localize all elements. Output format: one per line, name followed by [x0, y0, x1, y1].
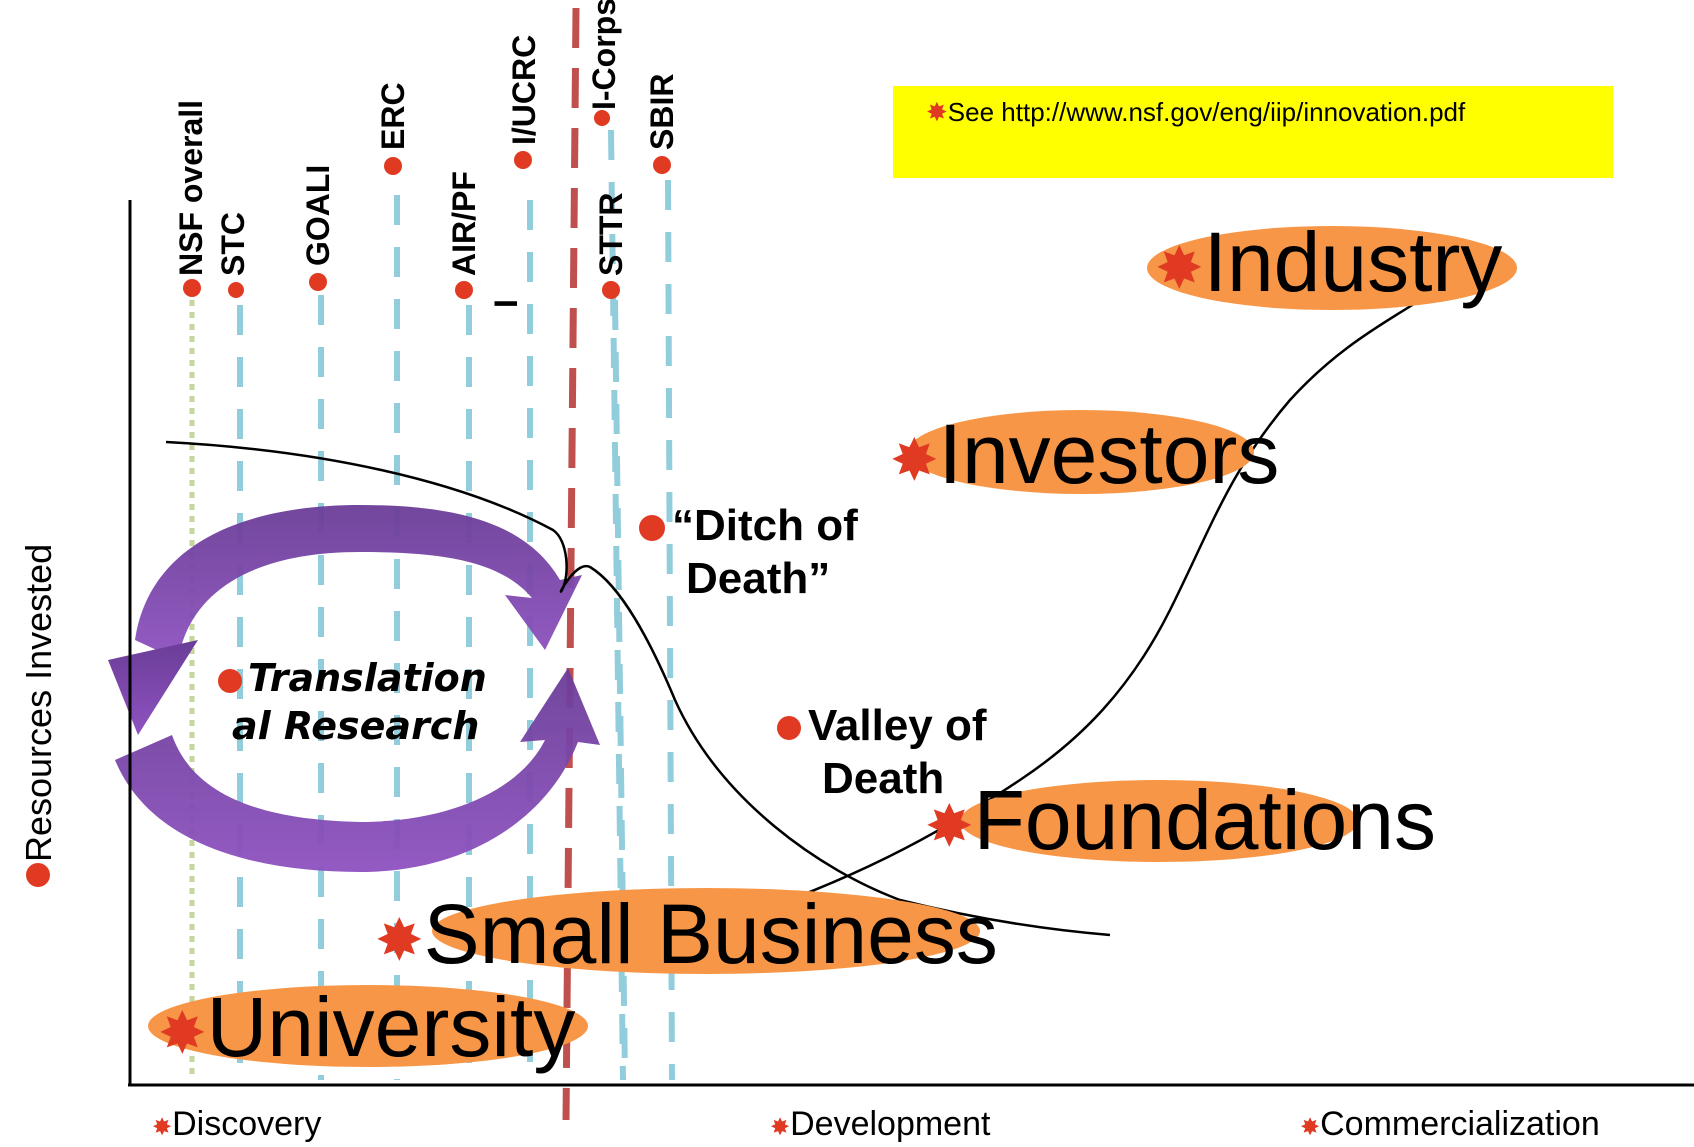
burst-icon: [594, 110, 610, 126]
burst-icon: [639, 515, 665, 541]
y-axis-label: Resources Invested: [18, 543, 59, 862]
burst-icon: [602, 281, 620, 299]
burst-icon: ✸: [152, 1114, 173, 1141]
valley-line-2: Death: [822, 753, 945, 803]
small-business-label: ✸Small Business: [375, 892, 998, 976]
program-label-i: I: [488, 299, 524, 308]
x-category-discovery: ✸Discovery: [152, 1105, 321, 1144]
burst-icon: [777, 716, 801, 740]
burst-icon: [26, 863, 50, 887]
ditch-of-death-label: “Ditch of Death”: [672, 500, 858, 606]
foundations-ellipse: [960, 780, 1358, 862]
program-label-erc: ERC: [375, 82, 411, 150]
upper-cycle-arrow: [135, 505, 582, 660]
program-label-nsf-overall: NSF overall: [173, 99, 209, 276]
translational-research-label: Translation al Research: [232, 655, 487, 750]
program-label-stc: STC: [215, 212, 251, 276]
burst-icon: [653, 156, 671, 174]
university-text: University: [206, 980, 576, 1074]
ditch-line-1: “Ditch of: [672, 501, 858, 550]
translational-line-2: al Research: [232, 703, 480, 748]
program-label-airpf: AIR/PF: [446, 171, 482, 276]
foundations-label: ✸Foundations: [925, 778, 1436, 862]
program-label-goali: GOALI: [300, 164, 336, 266]
ditch-line-2: Death”: [686, 553, 831, 603]
university-ellipse: [148, 985, 588, 1067]
burst-icon: ✸: [158, 1000, 207, 1066]
burst-icon: [309, 273, 327, 291]
burst-icon: ✸: [925, 793, 974, 859]
x-category-discovery-text: Discovery: [172, 1105, 322, 1143]
x-category-development: ✸Development: [770, 1105, 990, 1144]
x-category-commercialization-text: Commercialization: [1320, 1105, 1600, 1143]
burst-icon: ✸: [375, 907, 424, 973]
lower-cycle-arrow: [115, 668, 600, 872]
icorps-text: I-Corps: [586, 0, 622, 110]
small-business-ellipse: [432, 888, 980, 974]
translational-line-1: Translation: [248, 656, 487, 700]
note-url: See http://www.nsf.gov/eng/iip/innovatio…: [947, 97, 1466, 127]
note-box: [893, 86, 1613, 178]
program-label-sttr: STTR: [593, 192, 629, 276]
program-label-sbir: SBIR: [644, 73, 680, 150]
program-label-iucrc: I/UCRC: [506, 34, 542, 145]
industry-label: ✸Industry: [1155, 220, 1502, 304]
investors-ellipse: [908, 410, 1254, 494]
burst-icon: [218, 669, 242, 693]
investors-label: ✸Investors: [890, 412, 1279, 496]
burst-icon: ✸: [770, 1114, 791, 1141]
burst-icon: [183, 279, 201, 297]
university-label: ✸University: [158, 985, 575, 1069]
industry-curve: [739, 298, 1421, 920]
industry-text: Industry: [1203, 215, 1503, 309]
valley-line-1: Valley of: [808, 701, 987, 750]
program-label-icorps: I-Corps: [586, 0, 622, 110]
burst-icon: [455, 281, 473, 299]
investors-text: Investors: [938, 407, 1280, 501]
industry-ellipse: [1147, 226, 1517, 310]
burst-icon: ✸: [1155, 235, 1204, 301]
burst-icon: [384, 157, 402, 175]
x-category-development-text: Development: [790, 1105, 991, 1143]
burst-icon: ✸: [1300, 1114, 1321, 1141]
small-business-text: Small Business: [423, 887, 998, 981]
burst-icon: ✸: [890, 427, 939, 493]
x-category-commercialization: ✸Commercialization: [1300, 1105, 1600, 1144]
upper-cycle-arrowhead: [108, 640, 198, 735]
valley-of-death-label: Valley of Death: [808, 700, 987, 806]
foundations-text: Foundations: [973, 773, 1436, 867]
burst-icon: [514, 151, 532, 169]
burst-icon: [228, 282, 244, 298]
note-text: ✸See http://www.nsf.gov/eng/iip/innovati…: [926, 97, 1465, 128]
burst-icon: ✸: [926, 97, 948, 127]
